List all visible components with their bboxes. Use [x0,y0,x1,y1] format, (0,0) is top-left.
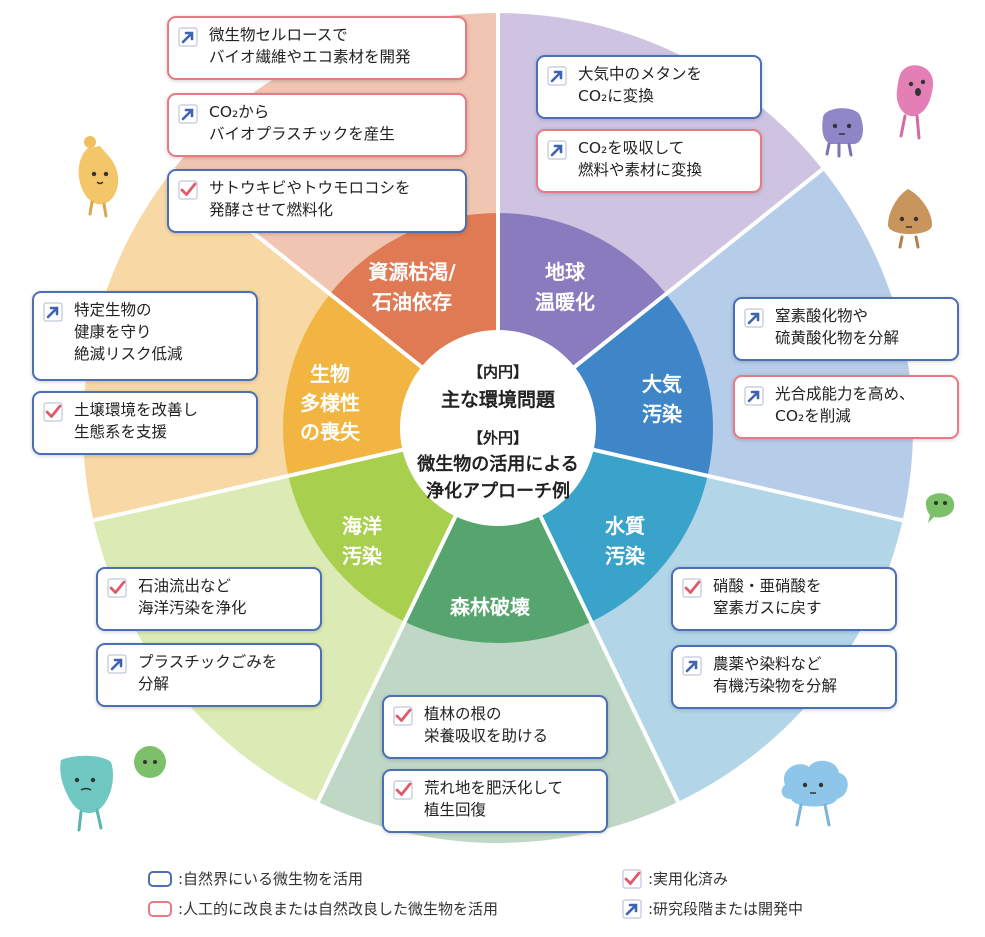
issue-water-pollution-line1: 水質 [605,514,645,538]
blue-frame-swatch [148,870,172,887]
microbe-character-pink [896,65,934,140]
legend-blue-frame-label: :自然界にいる微生物を活用 [178,870,364,888]
approach-text: CO₂を吸収して 燃料や素材に変換 [578,139,703,179]
issue-ocean-pollution-line2: 汚染 [342,544,383,568]
inner-segment-deforestation [404,428,592,644]
microbe-character-brown [888,189,932,249]
issue-resource-depletion-line1: 資源枯渇/ [368,260,456,284]
approach-text: CO₂から バイオプラスチックを産生 [209,103,395,143]
legend-pink-frame-label: :人工的に改良または自然改良した微生物を活用 [178,900,499,918]
check-icon [682,578,702,598]
approach-soil-improvement: 土壌環境を改善し 生態系を支援 [32,391,258,455]
issue-air-pollution-line2: 汚染 [642,402,683,426]
inner-circle-header: 【内円】 [468,363,528,381]
approach-methane-conversion: 大気中のメタンを CO₂に変換 [536,55,762,119]
issue-biodiversity-line3: の喪失 [300,420,361,444]
approach-text: 農薬や染料など 有機汚染物を分解 [713,655,838,695]
approach-co2-absorption: CO₂を吸収して 燃料や素材に変換 [536,129,762,193]
microbe-character-lightblue [781,760,848,827]
check-icon [393,706,413,726]
approach-text: 植林の根の 栄養吸収を助ける [424,705,549,745]
approach-text: 土壌環境を改善し 生態系を支援 [74,401,199,441]
inner-circle-title: 主な環境問題 [441,388,556,411]
approach-plastic-waste: プラスチックごみを 分解 [96,643,322,707]
issue-global-warming-line1: 地球 [545,260,586,284]
issue-deforestation: 森林破壊 [450,595,531,619]
issue-water-pollution-line2: 汚染 [605,544,646,568]
arrow-icon [547,66,567,86]
issue-air-pollution-line1: 大気 [642,372,682,396]
microbe-character-teal [60,755,114,832]
check-icon [393,780,413,800]
approach-nox-sox: 窒素酸化物や 硫黄酸化物を分解 [733,297,959,361]
arrow-icon [178,104,198,124]
approach-biofuel: サトウキビやトウモロコシを 発酵させて燃料化 [167,169,467,233]
microbe-character-purple [822,108,863,158]
approach-bioplastic: CO₂から バイオプラスチックを産生 [167,93,467,157]
approach-text: 大気中のメタンを CO₂に変換 [578,65,703,105]
arrow-icon [107,654,127,674]
approach-text: 特定生物の 健康を守り 絶滅リスク低減 [74,301,183,363]
legend-pink-frame: :人工的に改良または自然改良した微生物を活用 [148,898,498,919]
arrow-icon [744,386,764,406]
arrow-icon [744,308,764,328]
approach-text: 微生物セルロースで バイオ繊維やエコ素材を開発 [209,26,411,66]
outer-circle-title-line2: 浄化アプローチ例 [426,480,570,502]
approach-text: 窒素酸化物や 硫黄酸化物を分解 [775,307,900,347]
legend-check-label: :実用化済み [648,870,729,888]
issue-biodiversity-line1: 生物 [310,362,350,386]
approach-oil-spill: 石油流出など 海洋汚染を浄化 [96,567,322,631]
approach-organic-pollutants: 農薬や染料など 有機汚染物を分解 [671,645,897,709]
check-icon [178,180,198,200]
legend-blue-frame: :自然界にいる微生物を活用 [148,868,363,889]
outer-circle-header: 【外円】 [468,429,528,447]
legend-arrow: :研究段階または開発中 [622,898,803,919]
approach-root-nutrition: 植林の根の 栄養吸収を助ける [382,695,608,759]
arrow-icon [682,656,702,676]
issue-resource-depletion-line2: 石油依存 [371,290,452,314]
approach-text: 荒れ地を肥沃化して 植生回復 [424,779,564,819]
arrow-icon [547,140,567,160]
check-icon [622,868,642,889]
approach-text: 硝酸・亜硝酸を 窒素ガスに戻す [713,577,822,617]
issue-ocean-pollution-line1: 海洋 [342,514,382,538]
arrow-icon [43,302,63,322]
approach-wasteland-fertilization: 荒れ地を肥沃化して 植生回復 [382,769,608,833]
approach-nitrate: 硝酸・亜硝酸を 窒素ガスに戻す [671,567,897,631]
arrow-icon [622,898,642,919]
pink-frame-swatch [148,900,172,917]
microbe-character-green [134,746,166,778]
center-circle [400,330,596,526]
outer-circle-title-line1: 微生物の活用による [416,453,578,475]
check-icon [107,578,127,598]
approach-photosynthesis: 光合成能力を高め、 CO₂を削減 [733,375,959,439]
arrow-icon [178,27,198,47]
approach-text: プラスチックごみを 分解 [138,653,278,693]
approach-species-health: 特定生物の 健康を守り 絶滅リスク低減 [32,291,258,381]
approach-text: サトウキビやトウモロコシを 発酵させて燃料化 [209,179,411,219]
legend-check: :実用化済み [622,868,728,889]
issue-global-warming-line2: 温暖化 [535,290,595,314]
check-icon [43,402,63,422]
microbe-character-green-small [926,493,955,523]
microbe-character-yellow [78,136,119,218]
legend-arrow-label: :研究段階または開発中 [648,900,804,918]
approach-text: 光合成能力を高め、 CO₂を削減 [775,385,915,425]
issue-biodiversity-line2: 多様性 [300,391,360,415]
approach-text: 石油流出など 海洋汚染を浄化 [138,577,247,617]
approach-bio-fiber: 微生物セルロースで バイオ繊維やエコ素材を開発 [167,16,467,80]
